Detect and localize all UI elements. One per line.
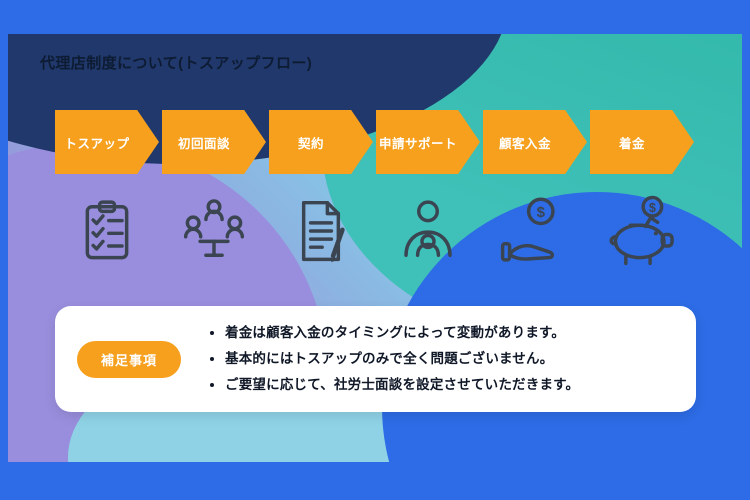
meeting-people-icon [177, 194, 251, 268]
flow-step: 顧客入金 $ [483, 110, 587, 268]
dollar-glyph: $ [649, 200, 656, 215]
flow-arrow: 顧客入金 [483, 110, 587, 174]
flow-arrow: 申請サポート [376, 110, 480, 174]
flow-arrow: 初回面談 [162, 110, 266, 174]
flow-step-label: トスアップ [64, 136, 130, 151]
dollar-glyph: $ [537, 204, 546, 221]
contract-pen-icon [284, 194, 358, 268]
flow-step: 着金 $ [590, 110, 694, 268]
note-item: 基本的にはトスアップのみで全く問題ございません。 [225, 346, 579, 372]
flow-step-label: 初回面談 [177, 136, 230, 151]
slide-canvas: 代理店制度について(トスアップフロー) トスアップ [8, 34, 742, 462]
notes-badge: 補足事項 [77, 340, 182, 378]
note-item: 着金は顧客入金のタイミングによって変動があります。 [225, 320, 579, 346]
flow-step: 初回面談 [162, 110, 266, 268]
clipboard-checklist-icon [70, 194, 144, 268]
flow-diagram: トスアップ [55, 110, 694, 268]
notes-box: 補足事項 着金は顧客入金のタイミングによって変動があります。 基本的にはトスアッ… [55, 306, 696, 412]
flow-step-label: 顧客入金 [498, 136, 551, 151]
notes-list: 着金は顧客入金のタイミングによって変動があります。 基本的にはトスアップのみで全… [205, 320, 579, 399]
flow-step-label: 契約 [297, 136, 324, 151]
hand-coin-icon: $ [498, 194, 572, 268]
applicant-person-icon [391, 194, 465, 268]
flow-arrow: 契約 [269, 110, 373, 174]
slide-content: 代理店制度について(トスアップフロー) トスアップ [8, 34, 742, 462]
flow-arrow: トスアップ [55, 110, 159, 174]
flow-step-label: 申請サポート [378, 136, 457, 151]
note-item: ご要望に応じて、社労士面談を設定させていただきます。 [225, 372, 579, 398]
flow-step: 契約 [269, 110, 373, 268]
flow-step: 申請サポート [376, 110, 480, 268]
slide-title: 代理店制度について(トスアップフロー) [40, 55, 313, 72]
piggy-bank-icon: $ [605, 194, 679, 268]
flow-arrow: 着金 [590, 110, 694, 174]
flow-step: トスアップ [55, 110, 159, 268]
flow-step-label: 着金 [618, 136, 645, 151]
